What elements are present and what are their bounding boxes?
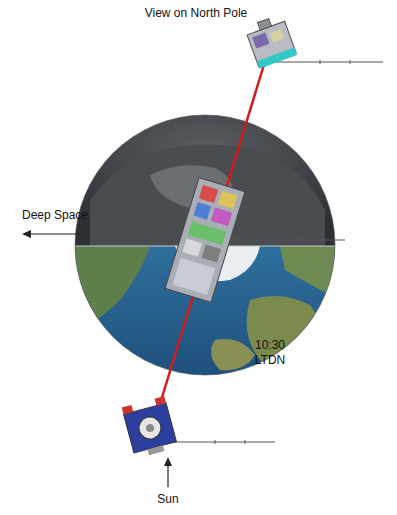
deep-space-arrow bbox=[22, 230, 82, 238]
orbit-label: 10:30 LTDN bbox=[255, 338, 285, 368]
satellite-middle bbox=[165, 178, 345, 303]
direction-label: Sun bbox=[157, 492, 178, 507]
satellite-upper bbox=[244, 14, 383, 69]
sun-arrow bbox=[164, 457, 172, 487]
orbit-line bbox=[152, 45, 270, 430]
direction-label: Deep Space bbox=[22, 208, 88, 223]
satellite-lower bbox=[122, 396, 275, 459]
diagram-title: View on North Pole bbox=[145, 6, 248, 21]
earth bbox=[70, 110, 340, 381]
